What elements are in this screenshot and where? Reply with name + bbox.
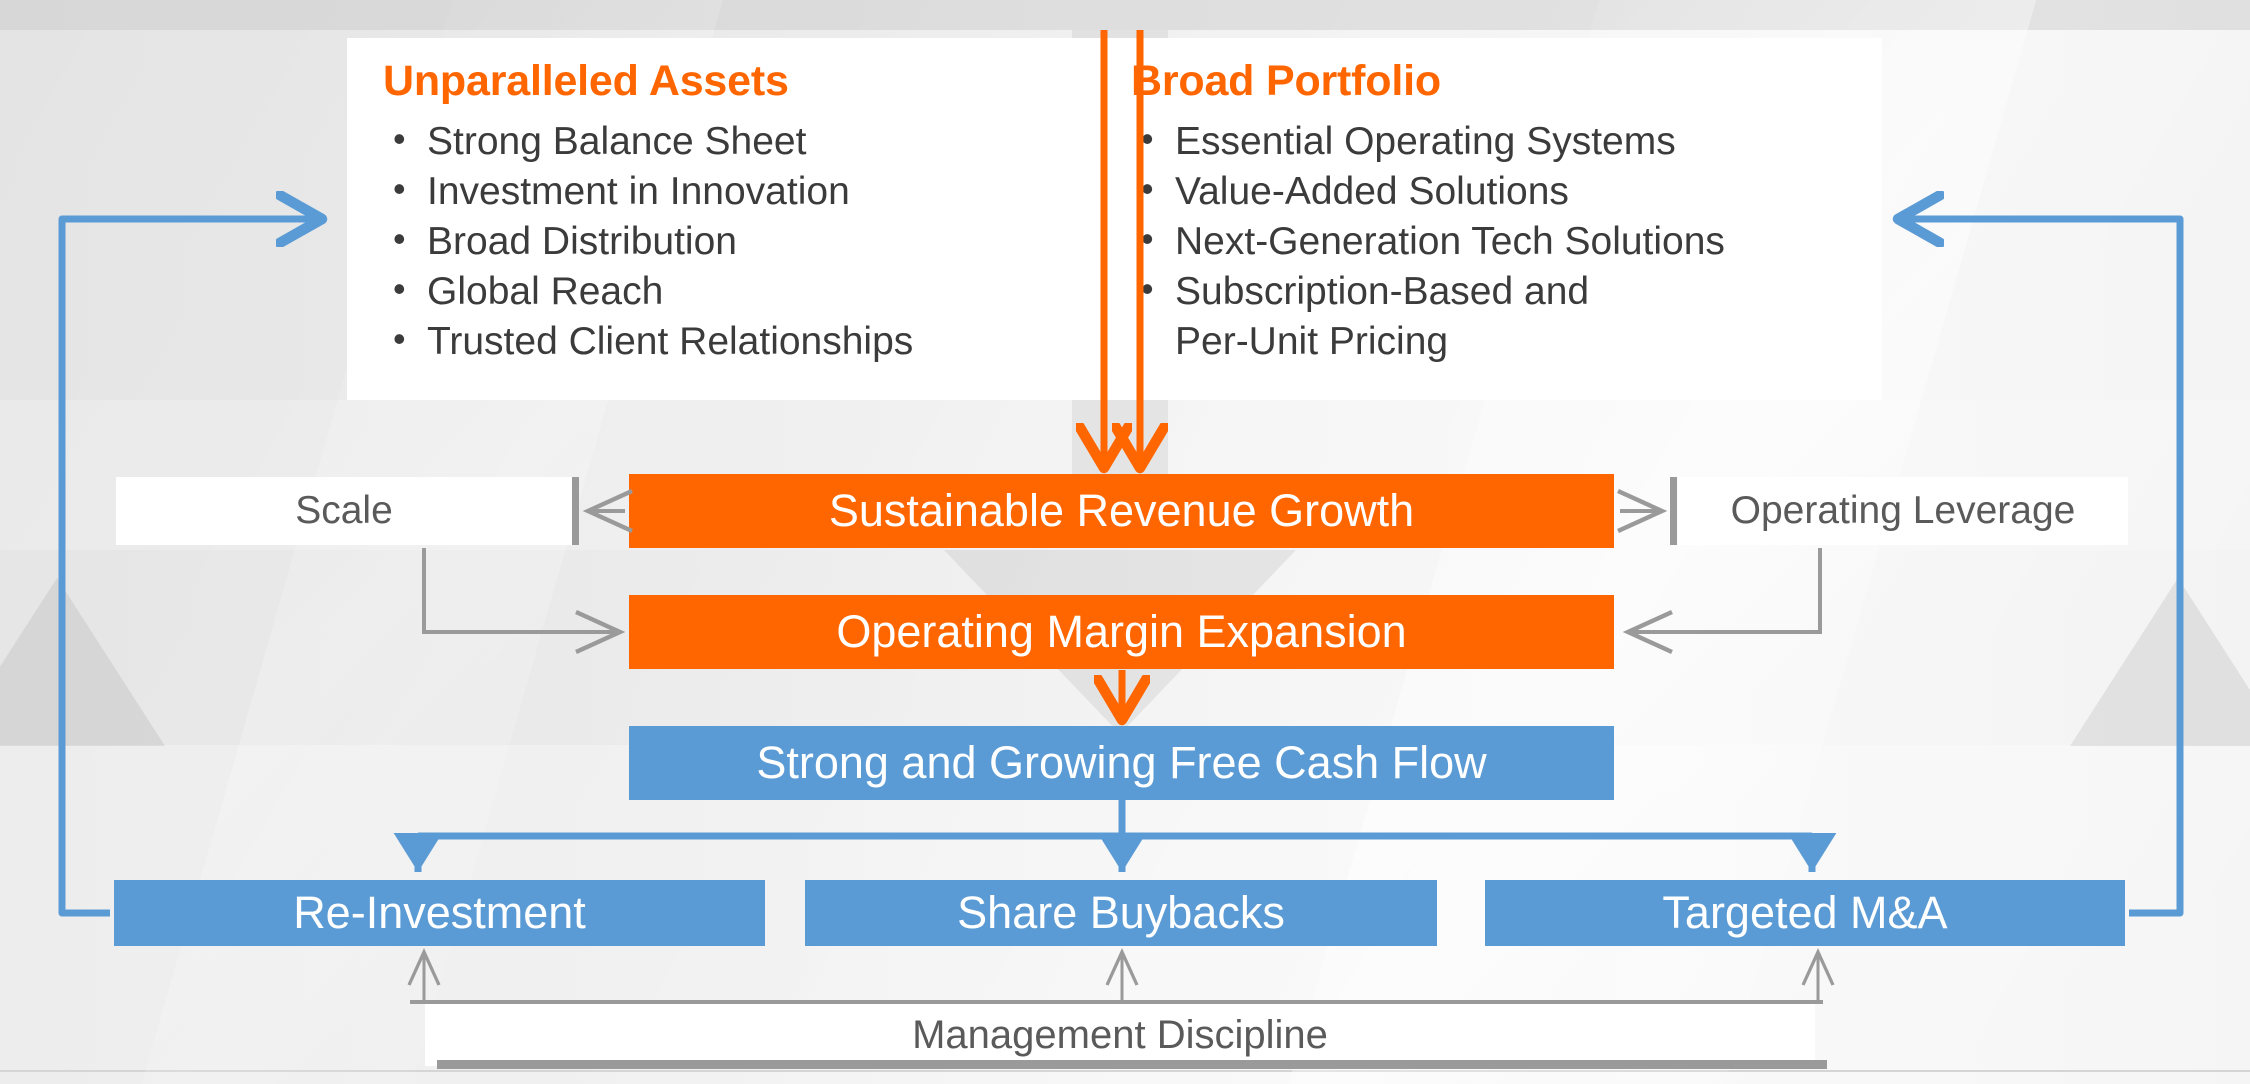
- column-unparalleled-assets: Unparalleled Assets Strong Balance Sheet…: [347, 60, 1087, 400]
- bullet-list: Essential Operating Systems Value-Added …: [1131, 116, 1872, 367]
- value-proposition-panel: Unparalleled Assets Strong Balance Sheet…: [347, 38, 1882, 400]
- scale-box-edge-bar: [572, 477, 579, 545]
- driver-box-operating-leverage[interactable]: Operating Leverage: [1678, 477, 2128, 545]
- list-item: Strong Balance Sheet: [383, 116, 1077, 167]
- driver-box-scale[interactable]: Scale: [116, 477, 572, 545]
- use-of-cash-box-share-buybacks[interactable]: Share Buybacks: [805, 880, 1437, 946]
- operating-leverage-box-edge-bar: [1670, 477, 1677, 545]
- flow-label-free-cash-flow: Strong and Growing Free Cash Flow: [756, 737, 1487, 788]
- background-bottom-rule: [0, 1070, 2250, 1072]
- list-item: Trusted Client Relationships: [383, 316, 1077, 367]
- column-broad-portfolio: Broad Portfolio Essential Operating Syst…: [1087, 60, 1882, 400]
- flow-box-free-cash-flow[interactable]: Strong and Growing Free Cash Flow: [629, 726, 1614, 800]
- use-of-cash-label: Re-Investment: [293, 887, 586, 938]
- list-item: Subscription-Based and Per-Unit Pricing: [1131, 266, 1872, 367]
- list-item: Essential Operating Systems: [1131, 116, 1872, 167]
- use-of-cash-box-targeted-ma[interactable]: Targeted M&A: [1485, 880, 2125, 946]
- list-item: Global Reach: [383, 266, 1077, 317]
- column-title: Broad Portfolio: [1131, 57, 1441, 105]
- bullet-list: Strong Balance Sheet Investment in Innov…: [383, 116, 1077, 367]
- list-item: Investment in Innovation: [383, 166, 1077, 217]
- feedback-loop-re-investment-to-assets: [58, 219, 322, 917]
- arrow-scale-to-margin-expansion: [422, 548, 626, 655]
- background-band-upper: [0, 0, 2250, 30]
- management-discipline-bottom-bar: [437, 1060, 1827, 1069]
- flow-label-margin-expansion: Operating Margin Expansion: [836, 606, 1407, 657]
- list-item: Value-Added Solutions: [1131, 166, 1872, 217]
- flow-box-revenue-growth[interactable]: Sustainable Revenue Growth: [629, 474, 1614, 548]
- distribution-manifold-free-cash-flow: [393, 800, 1837, 873]
- foundation-label: Management Discipline: [912, 1012, 1328, 1057]
- driver-label-scale: Scale: [295, 489, 393, 532]
- management-discipline-top-rule: [410, 1000, 1823, 1004]
- column-title: Unparalleled Assets: [383, 57, 789, 105]
- driver-label-operating-leverage: Operating Leverage: [1730, 489, 2076, 532]
- list-item: Next-Generation Tech Solutions: [1131, 216, 1872, 267]
- flow-box-margin-expansion[interactable]: Operating Margin Expansion: [629, 595, 1614, 669]
- use-of-cash-label: Targeted M&A: [1662, 887, 1948, 938]
- list-item: Broad Distribution: [383, 216, 1077, 267]
- use-of-cash-box-re-investment[interactable]: Re-Investment: [114, 880, 765, 946]
- foundation-box-management-discipline[interactable]: Management Discipline: [425, 1004, 1815, 1066]
- feedback-loop-targeted-ma-to-portfolio: [1898, 219, 2184, 917]
- arrow-operating-leverage-to-margin-expansion: [1622, 548, 1822, 655]
- background-triangle-right: [2070, 578, 2250, 746]
- use-of-cash-label: Share Buybacks: [957, 887, 1285, 938]
- flow-label-revenue-growth: Sustainable Revenue Growth: [828, 485, 1415, 536]
- background-triangle-left: [0, 578, 165, 746]
